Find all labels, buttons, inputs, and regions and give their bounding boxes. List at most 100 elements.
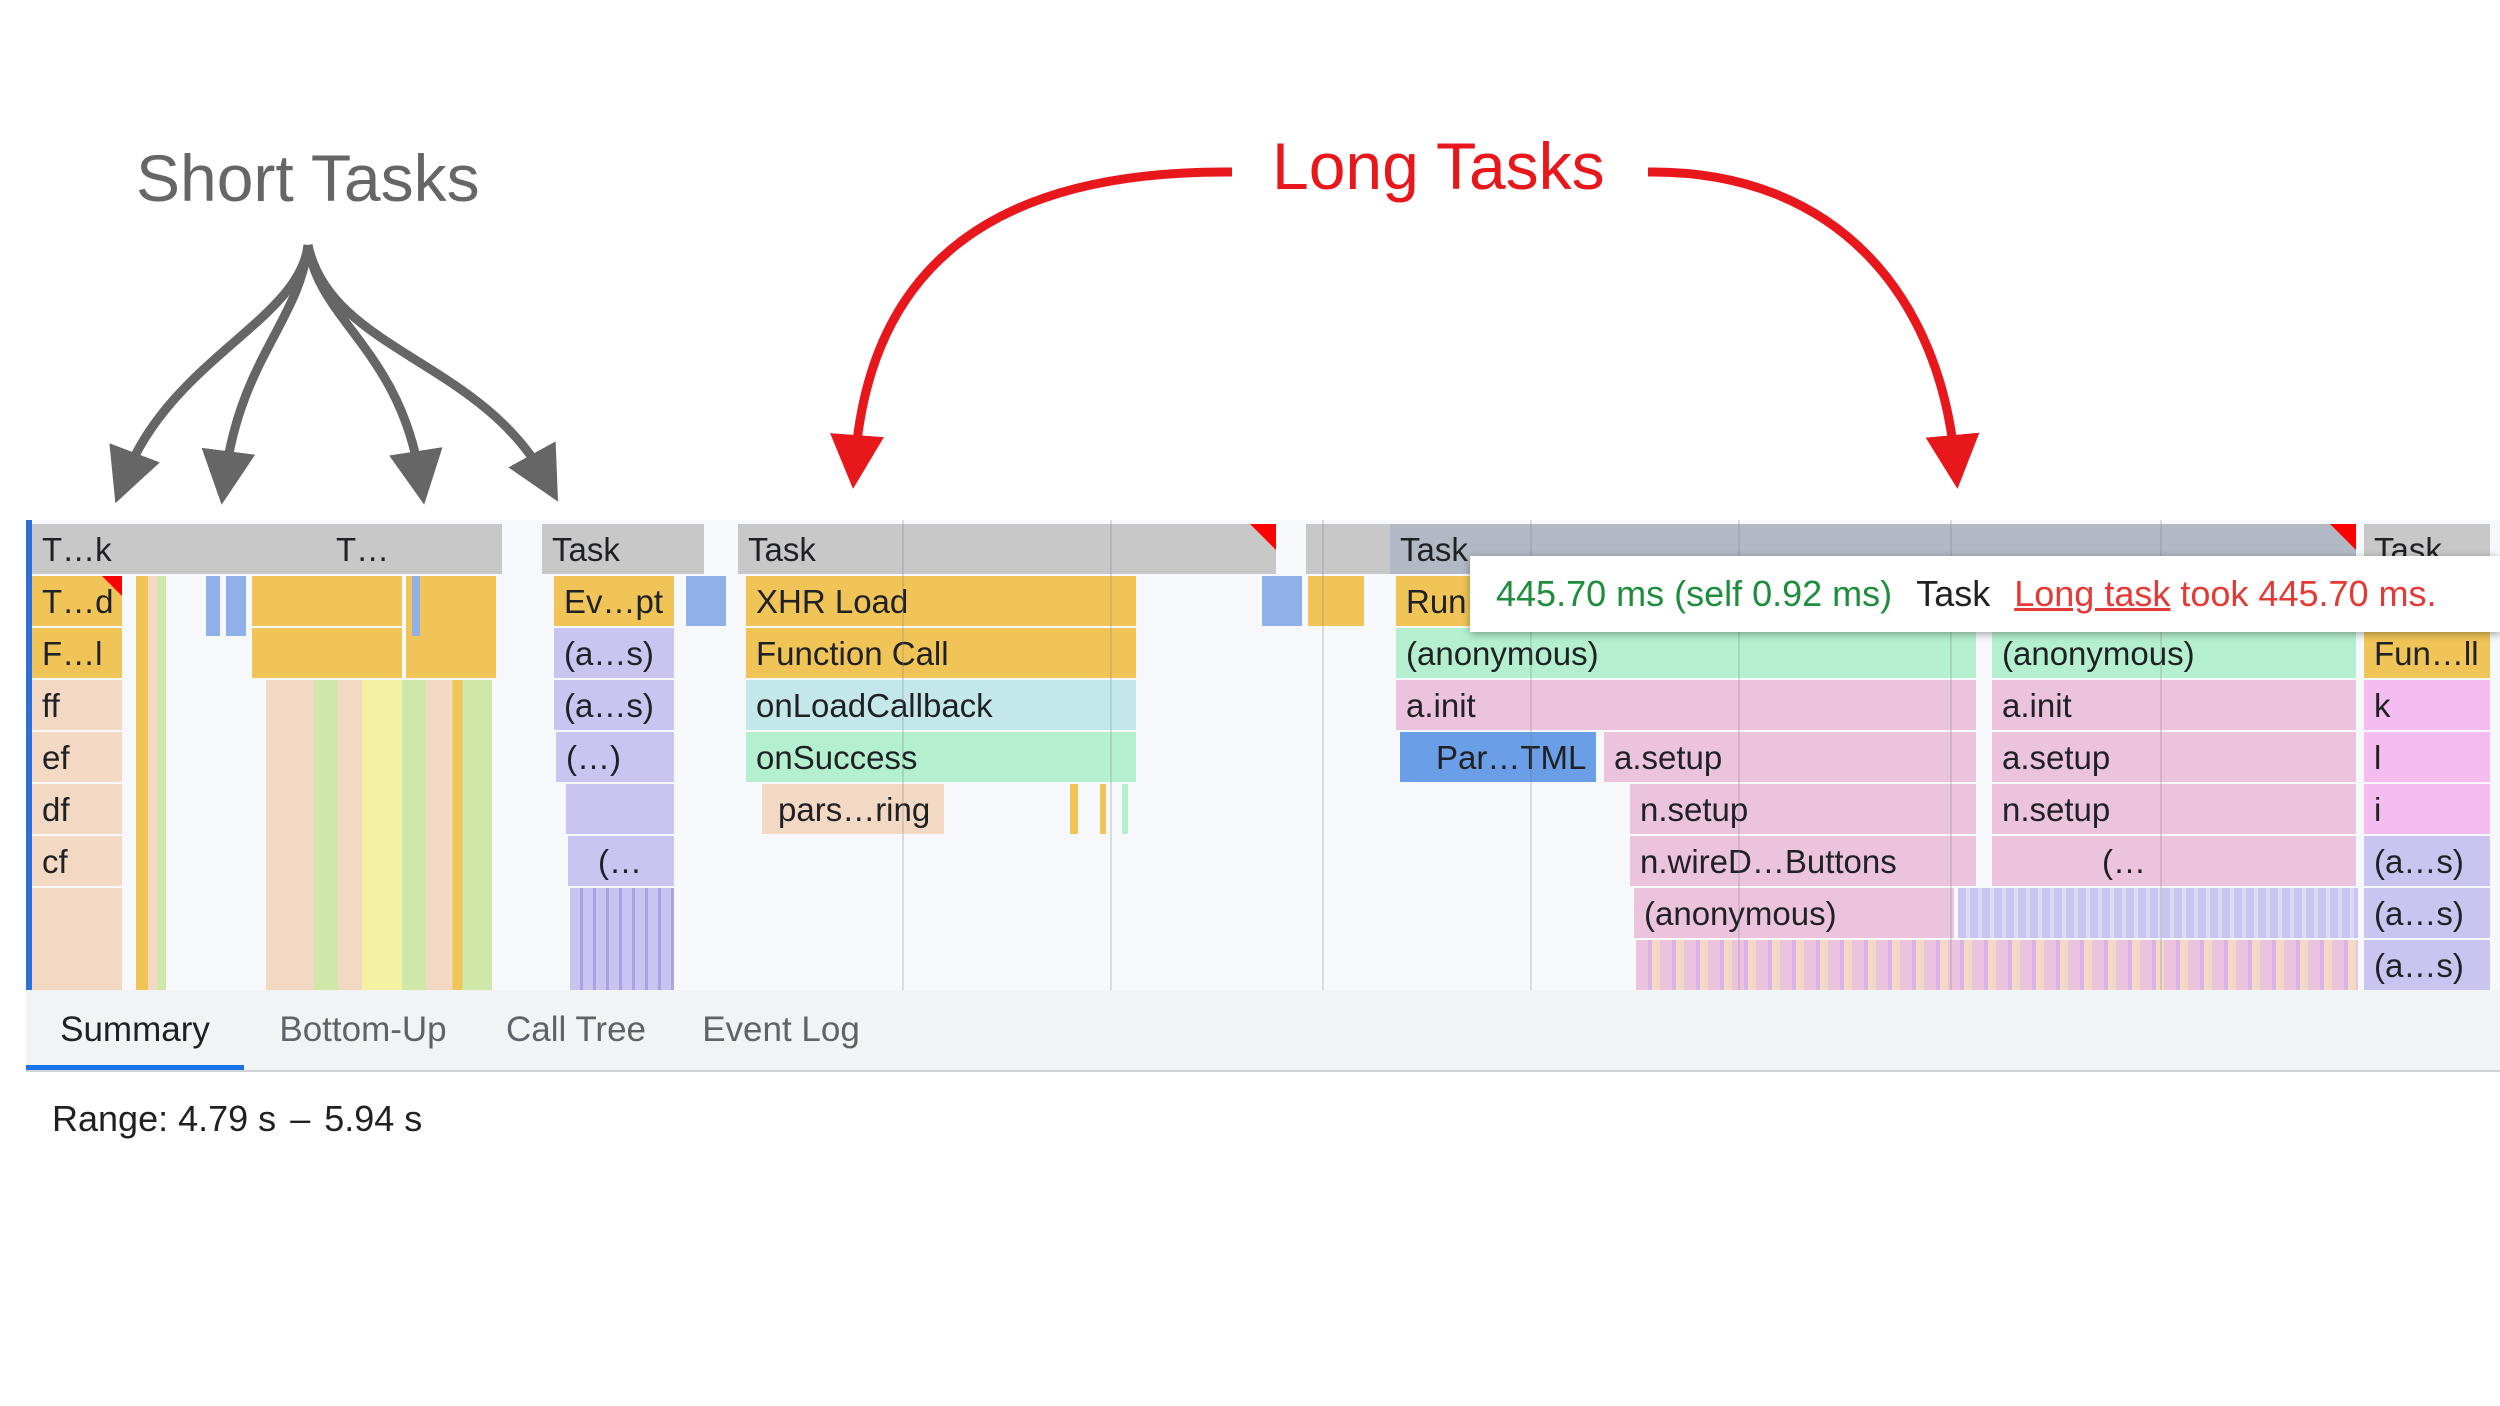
call-label: ef <box>42 739 70 776</box>
short-task-slices-7 <box>406 576 496 678</box>
call-block-wire-buttons[interactable]: n.wireD…Buttons <box>1630 836 1976 886</box>
call-block-anon-f <box>570 888 674 990</box>
tab-event-log[interactable]: Event Log <box>702 1010 860 1049</box>
long-task-marker <box>102 576 122 596</box>
long-task-marker <box>2330 524 2356 550</box>
call-block-anonymous-2[interactable]: (anonymous) <box>1992 628 2356 678</box>
call-block-anon-a[interactable]: (a…s) <box>554 628 674 678</box>
call-label: T…d <box>42 583 114 620</box>
call-block-parse-html[interactable]: Par…TML <box>1400 732 1596 782</box>
call-label: a.init <box>2002 687 2072 724</box>
call-label: df <box>42 791 70 828</box>
call-block-f-l[interactable]: F…l <box>32 628 122 678</box>
call-label: XHR Load <box>756 583 909 620</box>
call-label: a.setup <box>1614 739 1723 776</box>
tooltip-duration: 445.70 ms (self 0.92 ms) <box>1496 573 1893 614</box>
call-label: a.init <box>1406 687 1476 724</box>
call-label: (a…s) <box>564 687 654 724</box>
range-summary: Range: 4.79 s–5.94 s <box>52 1098 422 1140</box>
call-block-l[interactable]: l <box>2364 732 2490 782</box>
call-block-as-3[interactable]: (a…s) <box>2364 940 2490 990</box>
call-block-ellipsis[interactable]: (… <box>1992 836 2356 886</box>
call-label: (a…s) <box>2374 895 2464 932</box>
call-block-as-1[interactable]: (a…s) <box>2364 836 2490 886</box>
call-block-cf[interactable]: cf <box>32 836 122 886</box>
short-task-slices-4 <box>252 576 402 626</box>
task-label: Task <box>552 531 620 568</box>
call-block-ef[interactable]: ef <box>32 732 122 782</box>
small-slice <box>1100 784 1106 834</box>
call-block-anonymous[interactable]: (anonymous) <box>1396 628 1976 678</box>
call-block-n-setup[interactable]: n.setup <box>1630 784 1976 834</box>
short-task-slices-1 <box>136 576 166 990</box>
call-block-anon-e[interactable]: (… <box>568 836 674 886</box>
call-label: onLoadCallback <box>756 687 993 724</box>
call-block-parsing[interactable]: pars…ring <box>762 784 944 834</box>
short-task-slices-2 <box>206 576 220 636</box>
task-bar-long-1[interactable]: Task <box>738 524 1276 574</box>
call-label: (anonymous) <box>2002 635 2195 672</box>
task-bar-short-2[interactable]: T… <box>326 524 496 574</box>
call-block-a-init[interactable]: a.init <box>1396 680 1976 730</box>
tab-bottom-up[interactable]: Bottom-Up <box>279 1010 447 1049</box>
call-block-deep-slices <box>1636 940 2358 990</box>
call-block-as-2[interactable]: (a…s) <box>2364 888 2490 938</box>
call-label: Run <box>1406 583 1467 620</box>
call-label: (a…s) <box>564 635 654 672</box>
grid-line <box>902 520 904 990</box>
call-label: (a…s) <box>2374 947 2464 984</box>
range-separator: – <box>290 1098 311 1139</box>
small-slice <box>1122 784 1128 834</box>
task-bar-short-misc[interactable] <box>1306 524 1406 574</box>
range-label: Range: <box>52 1098 169 1139</box>
call-block-anon-b[interactable]: (a…s) <box>554 680 674 730</box>
details-tab-bar: Summary Bottom-Up Call Tree Event Log <box>26 990 2500 1072</box>
short-task-slices-3 <box>226 576 246 636</box>
call-block-a-setup-2[interactable]: a.setup <box>1992 732 2356 782</box>
call-block-function-call[interactable]: Function Call <box>746 628 1136 678</box>
tooltip-warning-text: took 445.70 ms. <box>2180 573 2437 614</box>
call-block-xhr-load[interactable]: XHR Load <box>746 576 1136 626</box>
tab-summary[interactable]: Summary <box>26 990 244 1070</box>
task-label: T…k <box>42 531 112 568</box>
call-block-n-setup-2[interactable]: n.setup <box>1992 784 2356 834</box>
grid-line <box>1322 520 1324 990</box>
call-block-t-d[interactable]: T…d <box>32 576 122 626</box>
short-tasks-arrows <box>109 244 559 505</box>
call-block-onsuccess[interactable]: onSuccess <box>746 732 1136 782</box>
call-block-k[interactable]: k <box>2364 680 2490 730</box>
call-label: n.wireD…Buttons <box>1640 843 1897 880</box>
long-task-marker <box>1250 524 1276 550</box>
short-task-slices-5 <box>252 628 402 678</box>
call-label: ff <box>42 687 60 724</box>
call-label: Ev…pt <box>564 583 664 620</box>
call-label: l <box>2374 739 2382 776</box>
call-block-event-script[interactable]: Ev…pt <box>554 576 674 626</box>
long-task-link[interactable]: Long task <box>2014 573 2171 614</box>
tab-call-tree[interactable]: Call Tree <box>505 1010 647 1049</box>
call-label: n.setup <box>2002 791 2111 828</box>
call-block-function-call-right[interactable]: Fun…ll <box>2364 628 2490 678</box>
call-label: (… <box>598 843 642 880</box>
call-block-anon-c[interactable]: (…) <box>556 732 674 782</box>
call-block-i[interactable]: i <box>2364 784 2490 834</box>
short-task-slices-11 <box>1262 576 1302 626</box>
grid-line <box>2160 520 2162 990</box>
task-label: T… <box>336 531 390 568</box>
task-bar-short-3[interactable]: Task <box>542 524 704 574</box>
call-label: F…l <box>42 635 103 672</box>
call-label: Fun…ll <box>2374 635 2479 672</box>
call-block-onloadcallback[interactable]: onLoadCallback <box>746 680 1136 730</box>
call-label: k <box>2374 687 2391 724</box>
call-block-a-init-2[interactable]: a.init <box>1992 680 2356 730</box>
call-label: (anonymous) <box>1644 895 1837 932</box>
grid-line <box>1738 520 1740 990</box>
call-block-a-setup[interactable]: a.setup <box>1604 732 1976 782</box>
task-label: Task <box>748 531 816 568</box>
call-block-nested-anonymous[interactable]: (anonymous) <box>1634 888 1954 938</box>
small-slice <box>1070 784 1078 834</box>
long-tasks-arrows <box>830 167 1980 489</box>
call-block-ff[interactable]: ff <box>32 680 122 730</box>
grid-line <box>1950 520 1952 990</box>
call-block-df[interactable]: df <box>32 784 122 834</box>
